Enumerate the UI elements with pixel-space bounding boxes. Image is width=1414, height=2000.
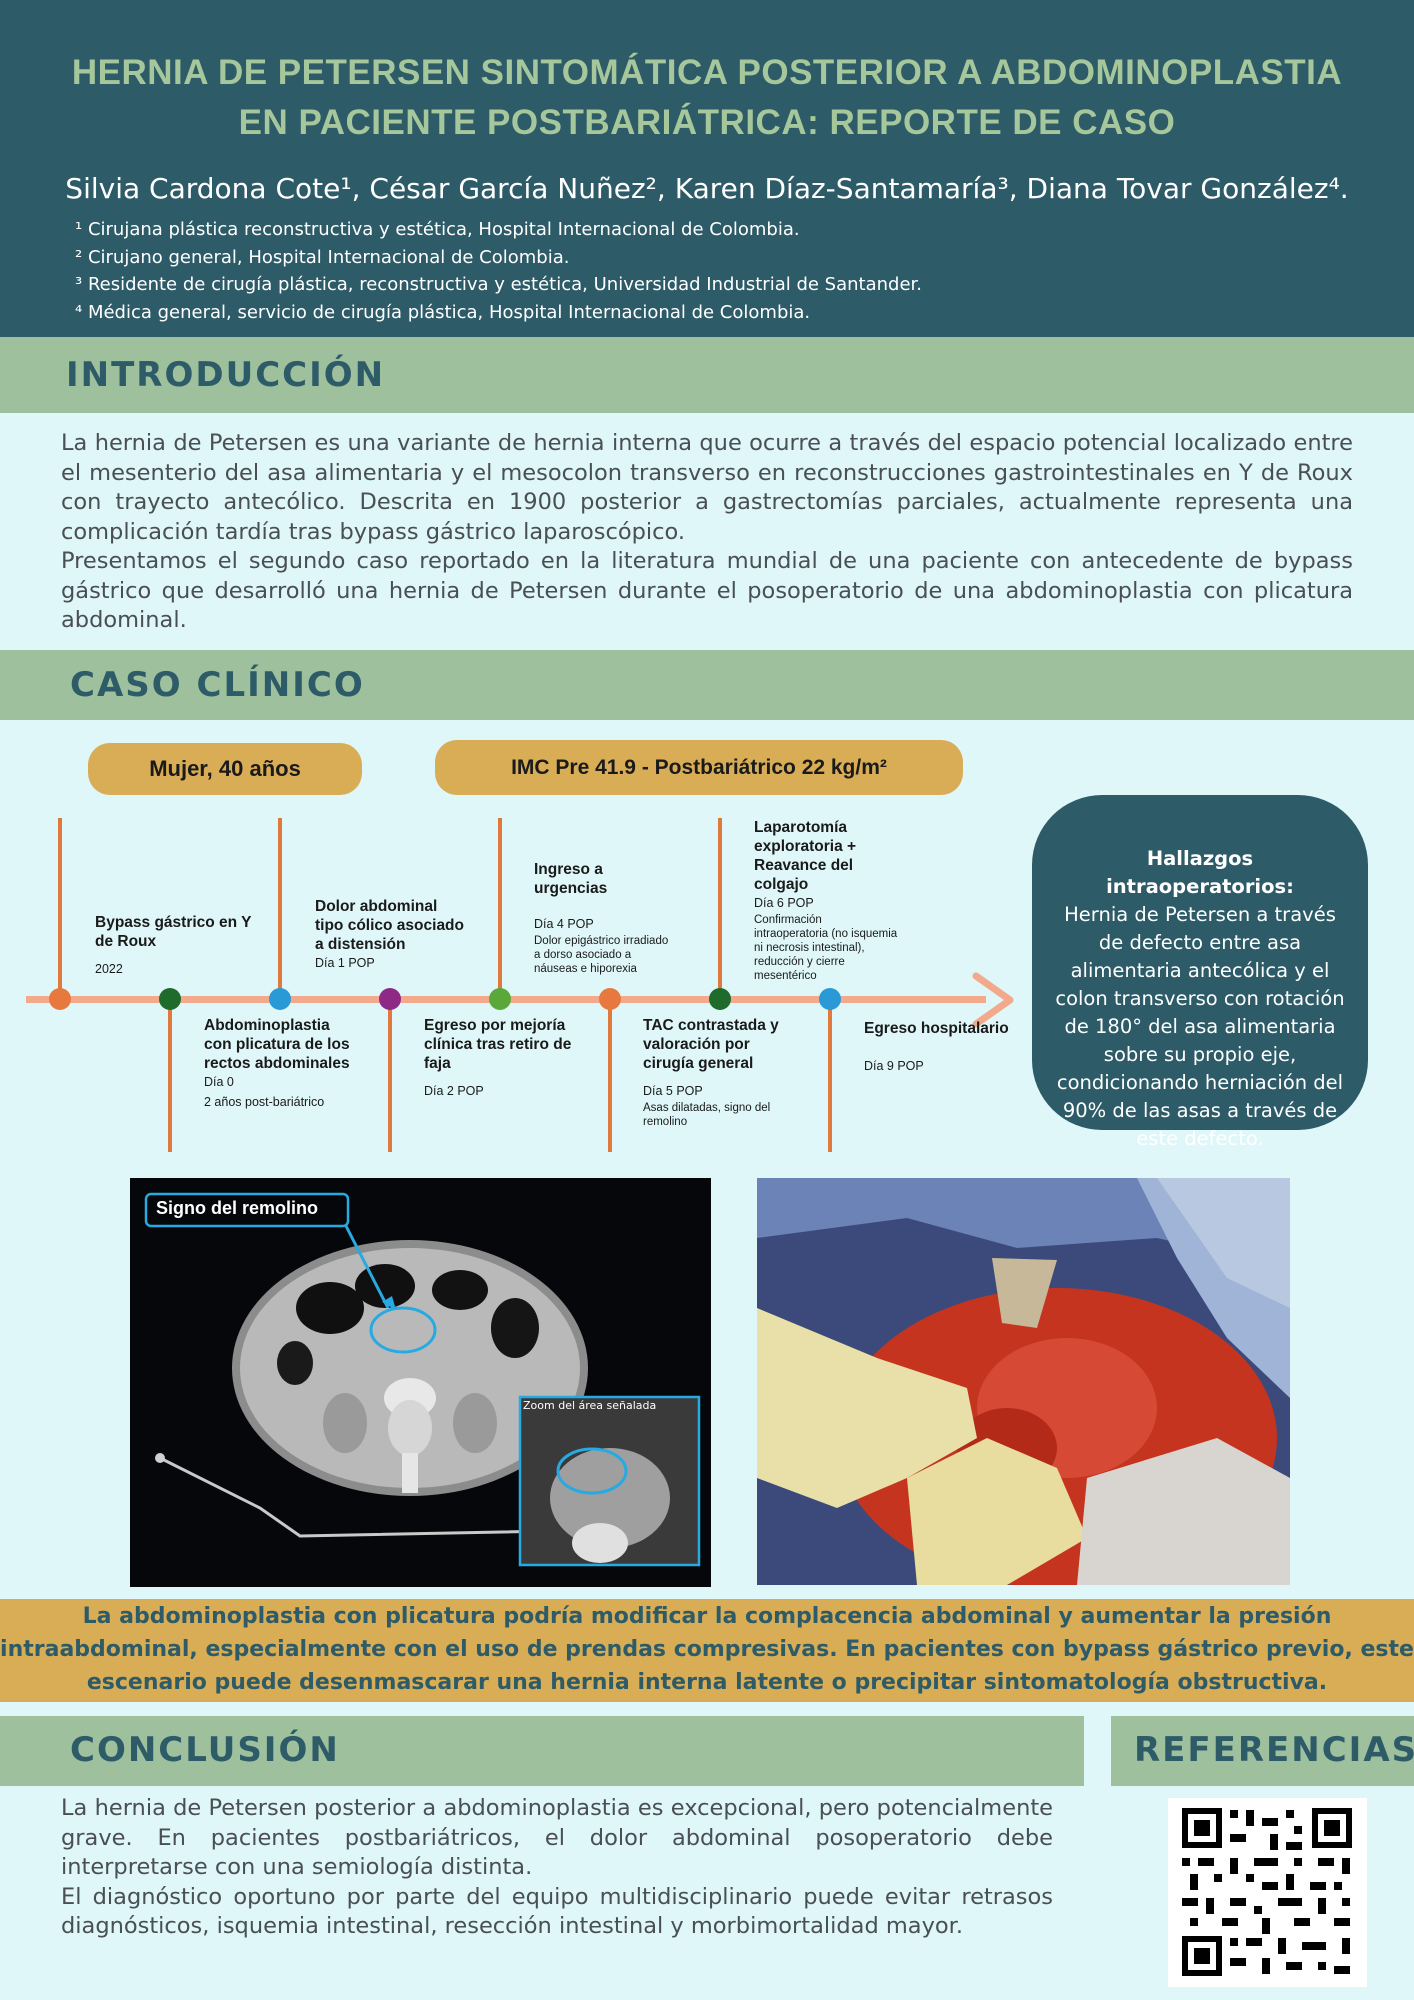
ct-scan-image: Signo del remolino Zoom del área señalad… [130, 1178, 711, 1587]
event-title: Bypass gástrico en Y de Roux [95, 914, 252, 950]
affiliation-4: ⁴ Médica general, servicio de cirugía pl… [75, 301, 811, 323]
title-line-1: HERNIA DE PETERSEN SINTOMÁTICA POSTERIOR… [71, 53, 1343, 92]
poster-title: HERNIA DE PETERSEN SINTOMÁTICA POSTERIOR… [20, 48, 1394, 148]
patient-pill: Mujer, 40 años [88, 743, 362, 795]
event-emergency: Ingreso a urgencias Día 4 POP Dolor epig… [534, 860, 674, 976]
case-band [0, 650, 1414, 720]
event-title: Egreso hospitalario [864, 1020, 1009, 1037]
conclusion-paragraph-1: La hernia de Petersen posterior a abdomi… [61, 1795, 1053, 1880]
event-pain: Dolor abdominal tipo cólico asociado a d… [315, 897, 465, 971]
references-band [1111, 1716, 1414, 1786]
references-heading: REFERENCIAS [1134, 1730, 1414, 1770]
surgical-photo [757, 1178, 1290, 1585]
timeline-dot [819, 988, 841, 1010]
ct-scan-drawing [144, 1192, 701, 1567]
header: HERNIA DE PETERSEN SINTOMÁTICA POSTERIOR… [0, 0, 1414, 337]
timeline-tick [168, 1000, 172, 1152]
event-abdominoplasty: Abdominoplastia con plicatura de los rec… [204, 1016, 354, 1110]
conclusion-band [0, 1716, 1084, 1786]
intro-text: La hernia de Petersen es una variante de… [61, 429, 1353, 636]
timeline-dot [49, 988, 71, 1010]
affiliations: ¹ Cirujana plástica reconstructiva y est… [75, 216, 922, 326]
timeline-arrow-icon [972, 972, 1014, 1028]
timeline-tick [498, 818, 502, 1000]
authors: Silvia Cardona Cote¹, César García Nuñez… [65, 172, 1349, 205]
event-discharge-1: Egreso por mejoría clínica tras retiro d… [424, 1016, 574, 1099]
event-bypass: Bypass gástrico en Y de Roux 2022 [95, 913, 255, 977]
bmi-pill: IMC Pre 41.9 - Postbariátrico 22 kg/m² [435, 740, 963, 795]
event-date: Día 0 [204, 1075, 234, 1089]
event-date: Día 1 POP [315, 956, 375, 970]
timeline-dot [709, 988, 731, 1010]
affiliation-1: ¹ Cirujana plástica reconstructiva y est… [75, 219, 800, 240]
surgical-photo-drawing [757, 1178, 1290, 1585]
event-detail: Dolor epigástrico irradiado a dorso asoc… [534, 935, 669, 975]
event-title: TAC contrastada y valoración por cirugía… [643, 1017, 779, 1072]
timeline-dot [489, 988, 511, 1010]
event-date: Día 6 POP [754, 896, 814, 910]
timeline-dot [159, 988, 181, 1010]
timeline-tick [58, 818, 62, 1000]
timeline-tick [828, 1000, 832, 1152]
qr-code-icon [1182, 1808, 1352, 1976]
case-heading: CASO CLÍNICO [70, 665, 365, 705]
event-date: Día 2 POP [424, 1084, 484, 1098]
timeline-dot [379, 988, 401, 1010]
ct-label: Signo del remolino [156, 1198, 319, 1218]
conclusion-heading: CONCLUSIÓN [70, 1730, 340, 1770]
event-date: Día 9 POP [864, 1059, 924, 1073]
timeline-tick [718, 818, 722, 1000]
event-title: Laparotomía exploratoria + Reavance del … [754, 819, 857, 893]
intro-paragraph-2: Presentamos el segundo caso reportado en… [61, 548, 1353, 633]
event-date: Día 5 POP [643, 1084, 703, 1098]
event-laparotomy: Laparotomía exploratoria + Reavance del … [754, 818, 899, 983]
event-title: Egreso por mejoría clínica tras retiro d… [424, 1017, 572, 1072]
timeline-dot [599, 988, 621, 1010]
title-line-2: EN PACIENTE POSTBARIÁTRICA: REPORTE DE C… [238, 103, 1176, 142]
timeline-tick [608, 1000, 612, 1152]
key-message-band: La abdominoplastia con plicatura podría … [0, 1599, 1414, 1702]
affiliation-2: ² Cirujano general, Hospital Internacion… [75, 246, 570, 268]
timeline-dot [269, 988, 291, 1010]
ct-zoom-label: Zoom del área señalada [523, 1399, 657, 1412]
event-detail: 2 años post-bariátrico [204, 1095, 325, 1109]
timeline-tick [278, 818, 282, 1000]
event-title: Ingreso a urgencias [534, 861, 608, 897]
intro-band [0, 337, 1414, 413]
event-detail: Asas dilatadas, signo del remolino [643, 1102, 771, 1128]
findings-bubble: Hallazgos intraoperatorios: Hernia de Pe… [1032, 795, 1368, 1150]
event-date: Día 4 POP [534, 917, 594, 931]
event-date: 2022 [95, 962, 123, 976]
event-ct: TAC contrastada y valoración por cirugía… [643, 1016, 793, 1129]
findings-title: Hallazgos intraoperatorios: [1106, 847, 1294, 898]
affiliation-3: ³ Residente de cirugía plástica, reconst… [75, 274, 922, 295]
timeline-tick [388, 1000, 392, 1152]
conclusion-text: La hernia de Petersen posterior a abdomi… [61, 1794, 1053, 1942]
event-title: Dolor abdominal tipo cólico asociado a d… [315, 898, 464, 953]
event-discharge-2: Egreso hospitalario Día 9 POP [864, 1019, 1034, 1074]
conclusion-paragraph-2: El diagnóstico oportuno por parte del eq… [61, 1883, 1053, 1940]
qr-code[interactable] [1168, 1798, 1367, 1987]
event-title: Abdominoplastia con plicatura de los rec… [204, 1017, 350, 1072]
event-detail: Confirmación intraoperatoria (no isquemi… [754, 914, 898, 982]
intro-heading: INTRODUCCIÓN [66, 355, 386, 395]
findings-text: Hernia de Petersen a través de defecto e… [1055, 903, 1345, 1150]
intro-paragraph-1: La hernia de Petersen es una variante de… [61, 430, 1353, 545]
